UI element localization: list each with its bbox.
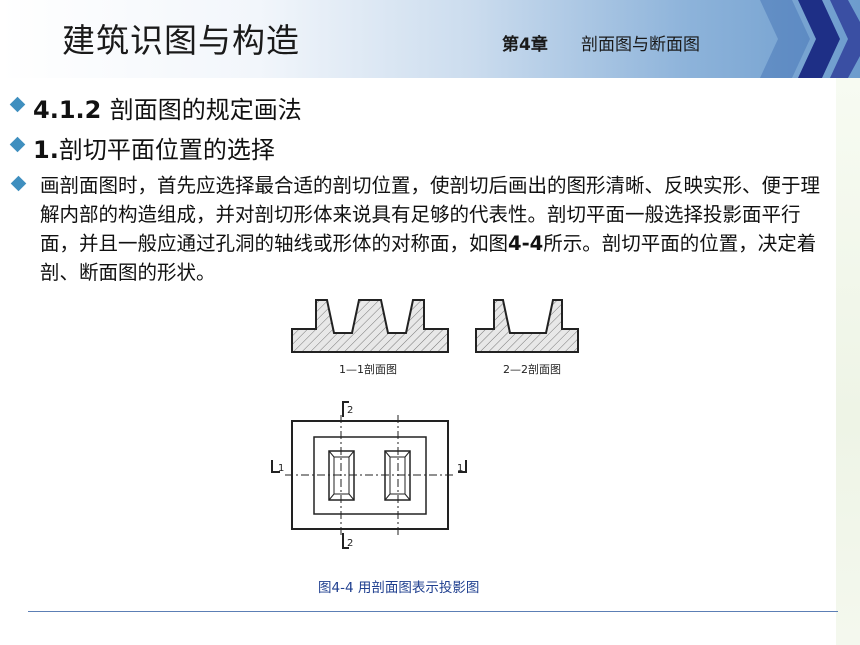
bullet-heading-1: 4.1.2 剖面图的规定画法 [9, 90, 302, 125]
section-1-1-drawing [291, 299, 449, 353]
section-1-1-label: 1—1剖面图 [339, 362, 397, 376]
figure-reference: 4-4 [508, 232, 544, 255]
chevron-decoration-icon [760, 0, 860, 78]
chapter-label: 第4章 [502, 35, 548, 55]
cut-mark-1-left: 1 [278, 463, 284, 474]
heading-text: 剖面图的规定画法 [109, 96, 302, 124]
slide-header: 建筑识图与构造 第4章 剖面图与断面图 [0, 0, 860, 78]
cut-mark-1-right: 1 [457, 463, 463, 474]
section-2-2-label: 2—2剖面图 [503, 362, 561, 376]
subheading-text: 剖切平面位置的选择 [58, 136, 275, 164]
footer-divider [28, 611, 838, 612]
cut-mark-2-bottom: 2 [347, 538, 353, 549]
figure-caption: 图4-4 用剖面图表示投影图 [318, 580, 480, 596]
body-paragraph: 画剖面图时，首先应选择最合适的剖切位置，使剖切后画出的图形清晰、反映实形、便于理… [40, 174, 821, 284]
section-2-2-drawing [475, 299, 579, 353]
cut-mark-2-top: 2 [347, 405, 353, 416]
heading-number: 4.1.2 [33, 96, 102, 124]
bullet-heading-2: 1.剖切平面位置的选择 [9, 130, 275, 165]
right-decoration-strip [836, 78, 860, 645]
section-label: 剖面图与断面图 [581, 35, 700, 55]
plan-view-drawing [271, 401, 467, 549]
subheading-number: 1. [33, 136, 59, 164]
slide-title: 建筑识图与构造 [62, 21, 300, 60]
